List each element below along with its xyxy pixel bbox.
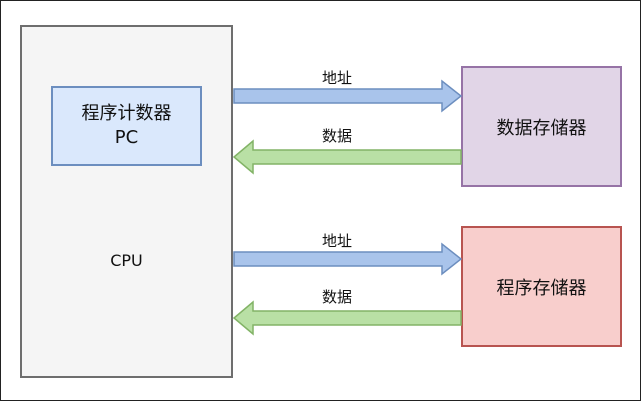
program-memory-label: 程序存储器: [496, 277, 587, 299]
data-memory-label: 数据存储器: [496, 117, 587, 139]
cpu-label: CPU: [110, 251, 143, 270]
data-data-label: 数据: [322, 127, 353, 145]
data-data-arrow: [232, 139, 462, 175]
data-address-arrow: [233, 79, 463, 113]
program-data-label: 数据: [322, 288, 353, 306]
program-counter-block: 程序计数器 PC: [51, 86, 202, 166]
cpu-block: [20, 25, 233, 378]
data-address-label: 地址: [322, 69, 353, 87]
data-memory-block: 数据存储器: [461, 66, 622, 187]
program-data-arrow: [232, 300, 462, 336]
program-memory-block: 程序存储器: [461, 226, 622, 347]
program-counter-title: 程序计数器: [81, 103, 172, 124]
program-counter-abbrev: PC: [114, 127, 139, 148]
program-address-label: 地址: [322, 232, 353, 250]
program-address-arrow: [233, 242, 463, 276]
